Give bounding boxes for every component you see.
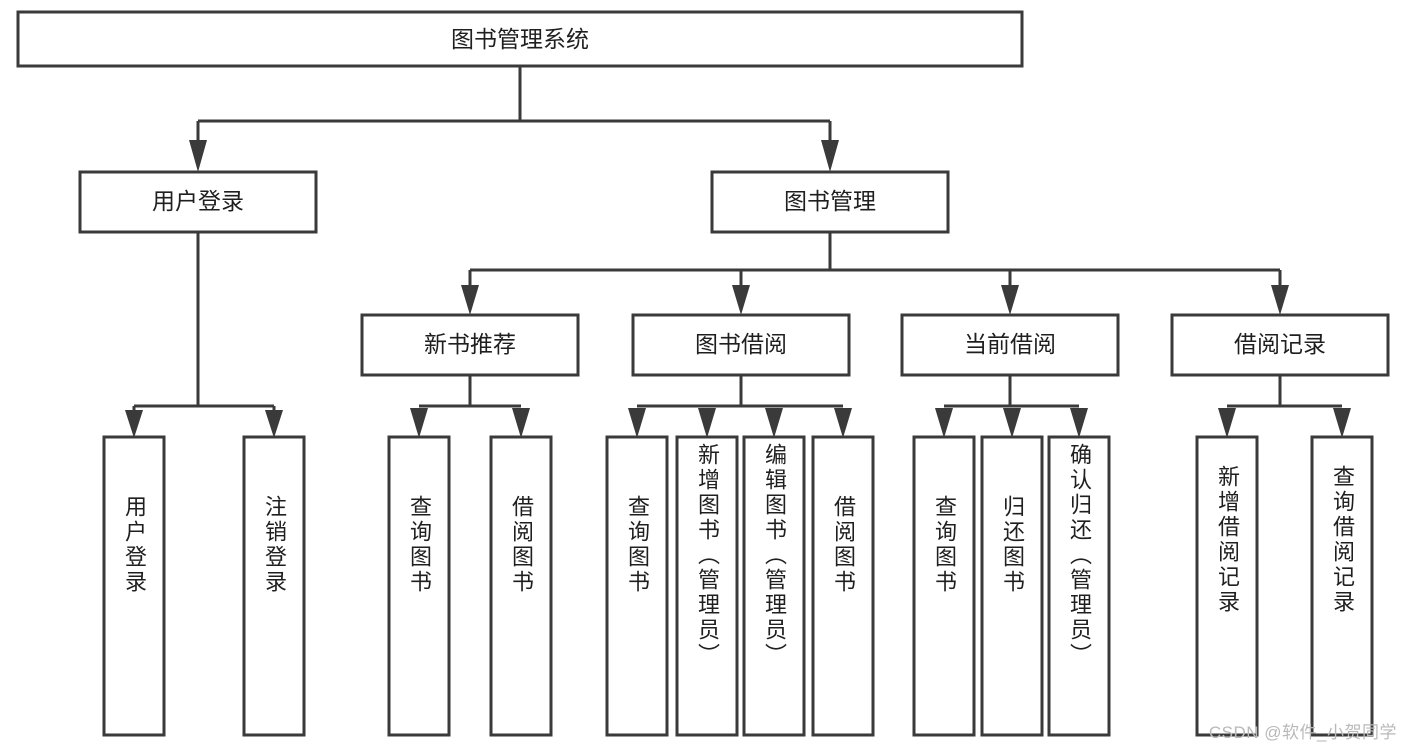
node-label-book-borrow: 图书借阅: [695, 331, 787, 357]
arrow-head-user-login: [189, 140, 207, 172]
leaf-box-book-borrow-4[interactable]: [811, 435, 875, 737]
node-box-user-login[interactable]: [78, 170, 318, 234]
arrow-head-leaf-book-borrow-3: [765, 408, 783, 438]
leaf-box-current-borrow-3[interactable]: [1047, 435, 1111, 737]
leaf-box-book-borrow-1[interactable]: [605, 435, 669, 737]
node-box-current-borrow[interactable]: [900, 313, 1120, 377]
arrow-head-book-borrow: [732, 285, 750, 315]
node-box-book-borrow[interactable]: [631, 313, 851, 377]
leaf-box-book-borrow-2[interactable]: [675, 435, 739, 737]
watermark-text: CSDN @软件_小贺同学: [1208, 723, 1397, 742]
arrow-head-leaf-current-borrow-3: [1070, 408, 1088, 438]
arrow-head-current-borrow: [1001, 285, 1019, 315]
arrow-head-leaf-borrow-record-2: [1333, 408, 1351, 438]
arrow-head-leaf-current-borrow-2: [1003, 408, 1021, 438]
node-box-new-book-recommend[interactable]: [360, 313, 580, 377]
node-label-current-borrow: 当前借阅: [964, 331, 1056, 357]
nodes-layer: 图书管理系统 用户登录 图书管理 新书推荐 图书借阅 当前借阅 借阅记录: [16, 10, 1390, 737]
connectors-layer: [125, 66, 1351, 438]
arrow-head-leaf-user-login-1: [125, 410, 143, 438]
arrow-head-leaf-book-borrow-4: [834, 408, 852, 438]
arrow-head-leaf-book-borrow-2: [698, 408, 716, 438]
arrow-head-leaf-current-borrow-1: [935, 408, 953, 438]
node-box-root[interactable]: [16, 10, 1024, 68]
arrow-head-borrow-record: [1271, 285, 1289, 315]
arrow-head-new-book: [461, 285, 479, 315]
arrow-head-book-manage: [821, 140, 839, 172]
leaf-box-user-login-2[interactable]: [242, 435, 306, 737]
arrow-head-leaf-new-book-2: [512, 408, 530, 438]
arrow-head-leaf-user-login-2: [265, 410, 283, 438]
node-label-borrow-record: 借阅记录: [1234, 331, 1326, 357]
node-label-new-book-recommend: 新书推荐: [424, 331, 516, 357]
leaf-box-book-borrow-3[interactable]: [742, 435, 806, 737]
node-box-borrow-record[interactable]: [1170, 313, 1390, 377]
node-label-user-login: 用户登录: [152, 188, 244, 214]
arrow-head-leaf-book-borrow-1: [628, 408, 646, 438]
leaf-box-current-borrow-1[interactable]: [912, 435, 976, 737]
leaf-box-user-login-1[interactable]: [102, 435, 166, 737]
leaf-box-new-book-1[interactable]: [387, 435, 451, 737]
node-label-root: 图书管理系统: [451, 26, 589, 52]
arrow-head-leaf-new-book-1: [410, 408, 428, 438]
leaf-box-borrow-record-2[interactable]: [1310, 435, 1374, 737]
arrow-head-leaf-borrow-record-1: [1218, 408, 1236, 438]
leaf-box-new-book-2[interactable]: [489, 435, 553, 737]
leaf-box-current-borrow-2[interactable]: [980, 435, 1044, 737]
leaf-box-borrow-record-1[interactable]: [1195, 435, 1259, 737]
node-box-book-manage[interactable]: [710, 170, 950, 234]
node-label-book-manage: 图书管理: [784, 188, 876, 214]
